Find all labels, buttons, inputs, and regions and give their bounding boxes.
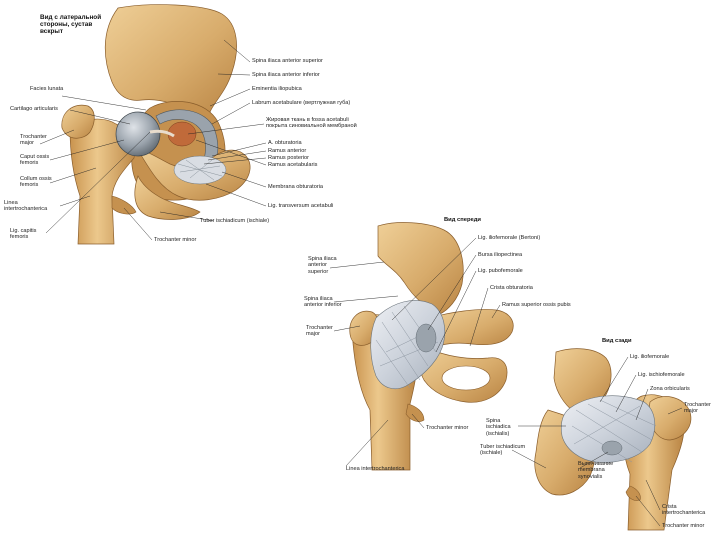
label-lig-iliofemorale: Lig. iliofemorale: [630, 354, 670, 360]
label-zona-orbicularis: Zona orbicularis: [650, 386, 690, 392]
label-trochanter-major: Trochanter major: [20, 134, 47, 147]
label-labrum-acetabulare: Labrum acetabulare (вертлужная губа): [252, 100, 351, 106]
lateral-title-line: вскрыт: [40, 28, 64, 36]
label-ramus-superior-ossis-pubis: Ramus superior ossis pubis: [502, 302, 571, 308]
label-spina-ischiadica: Spina ischiadica (ischialis): [486, 418, 511, 437]
label-trochanter-major: Trochanter major: [684, 402, 711, 415]
label-spina-iliaca-anterior-superior: Spina iliaca anterior superior: [308, 256, 337, 275]
label-cartilago-articularis: Cartilago articularis: [10, 106, 58, 112]
lateral-view-title: Вид с латеральной стороны, сустав вскрыт: [40, 14, 101, 36]
posterior-view-drawing: [534, 348, 692, 531]
label-trochanter-major: Trochanter major: [306, 325, 333, 338]
lateral-title-line: Вид с латеральной: [40, 14, 102, 21]
label-lig-iliofemorale-bertoni: Lig. iliofemorale (Bertoni): [478, 235, 541, 241]
posterior-view-title: Вид сзади: [602, 338, 632, 344]
label-facies-lunata: Facies lunata: [30, 86, 64, 92]
anterior-view-title: Вид спереди: [444, 217, 481, 223]
label-spina-iliaca-anterior-inferior: Spina iliaca anterior inferior: [304, 296, 342, 309]
label-trochanter-minor: Trochanter minor: [662, 523, 705, 529]
label-eminentia-iliopubica: Eminentia iliopubica: [252, 86, 302, 92]
label-bursa-iliopectinea: Bursa iliopectinea: [478, 252, 523, 258]
label-membrana-obturatoria: Membrana obturatoria: [268, 184, 324, 190]
label-tuber-ischiadicum: Tuber ischiadicum (ischiale): [200, 218, 270, 224]
lateral-title-line: стороны, сустав: [40, 21, 93, 29]
label-lig-ischiofemorale: Lig. ischiofemorale: [638, 372, 685, 378]
label-ramus-posterior: Ramus posterior: [268, 155, 310, 161]
label-lig-pubofemorale: Lig. pubofemorale: [478, 268, 523, 274]
label-spina-iliaca-anterior-superior: Spina iliaca anterior superior: [252, 58, 323, 64]
anterior-view-drawing: [349, 222, 514, 471]
label-crista-obturatoria: Crista obturatoria: [490, 285, 533, 291]
label-lig-transversum-acetabuli: Lig. transversum acetabuli: [268, 203, 334, 209]
label-collum-ossis-femoris: Collum ossis femoris: [20, 176, 52, 189]
label-crista-intertrochanterica: Crista intertrochanterica: [662, 504, 706, 517]
label-fossa-fat: Жировая ткань в fossa acetabuli покрыта …: [266, 117, 357, 130]
label-caput-ossis-femoris: Caput ossis femoris: [20, 154, 50, 167]
label-ramus-anterior: Ramus anterior: [268, 148, 307, 154]
label-synovial-bulge: Выпячивание membrana synovialis: [578, 461, 614, 480]
label-spina-iliaca-anterior-inferior: Spina iliaca anterior inferior: [252, 72, 320, 78]
label-tuber-ischiadicum: Tuber ischiadicum (ischiale): [480, 444, 526, 457]
lateral-view-drawing: [61, 4, 251, 245]
label-linea-intertrochanterica: Linea intertrochanterica: [4, 200, 48, 213]
label-ramus-acetabularis: Ramus acetabularis: [268, 162, 318, 168]
label-trochanter-minor: Trochanter minor: [426, 425, 469, 431]
leader-lines: [39, 39, 683, 527]
label-lig-capitis-femoris: Lig. capitis femoris: [10, 228, 37, 241]
label-linea-intertrochanterica: Linea intertrochanterica: [346, 466, 405, 472]
label-a-obturatoria: A. obturatoria: [268, 140, 302, 146]
label-trochanter-minor: Trochanter minor: [154, 237, 197, 243]
